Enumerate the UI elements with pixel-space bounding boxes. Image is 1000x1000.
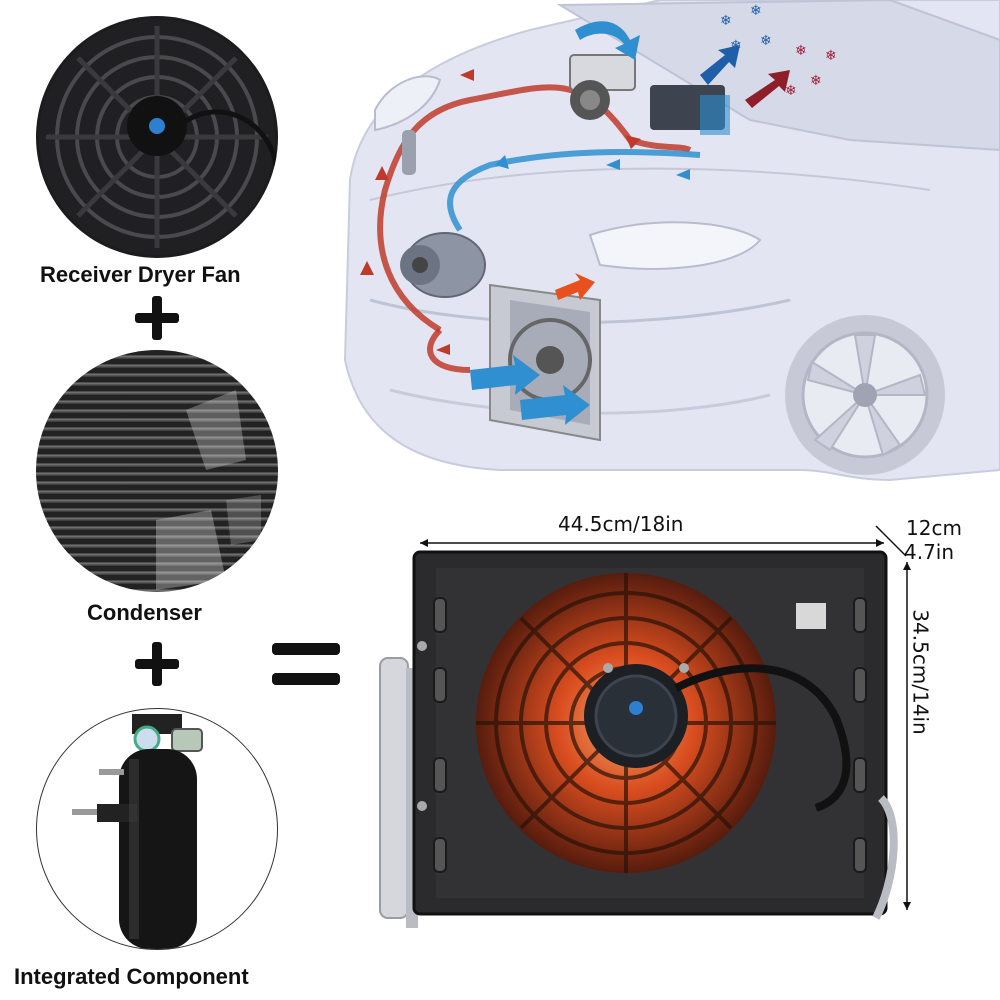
air-arrow-red-out (555, 273, 595, 300)
plus-icon (135, 296, 179, 340)
air-arrow-blue-in-2 (520, 385, 590, 425)
air-arrow-red-up (745, 70, 790, 108)
condenser-label: Condenser (87, 600, 202, 625)
depth-dimension-in: 4.7in (904, 540, 955, 564)
mounting-bolts (417, 641, 689, 811)
car-ac-diagram: ❄❄❄❄ ❄❄❄❄ (343, 0, 1000, 482)
receiver-dryer-icon (72, 714, 203, 949)
warm-air-snowflakes: ❄❄❄❄ (785, 43, 837, 99)
air-arrow-blue-up (700, 45, 740, 85)
svg-text:❄: ❄ (730, 38, 742, 54)
height-dimension-line (903, 562, 911, 910)
air-arrow-blue-top (575, 21, 640, 60)
depth-dimension-line (875, 525, 907, 557)
fan-wire (674, 664, 851, 812)
svg-text:❄: ❄ (750, 3, 762, 19)
cold-flow-arrows (495, 155, 690, 180)
svg-text:❄: ❄ (810, 73, 822, 89)
receiver-dryer-photo (36, 708, 278, 950)
svg-text:❄: ❄ (760, 33, 772, 49)
condenser-fins-icon (156, 390, 261, 590)
mounting-slots (433, 597, 867, 873)
svg-text:❄: ❄ (825, 48, 837, 64)
air-arrow-blue-in-1 (470, 355, 540, 395)
fan-photo (36, 16, 278, 258)
fan-label: Receiver Dryer Fan (40, 262, 241, 287)
hot-flow-arrows (360, 69, 641, 355)
svg-text:❄: ❄ (785, 83, 797, 99)
depth-dimension-cm: 12cm (906, 516, 962, 540)
blower-evaporator (569, 54, 730, 135)
width-dimension-line (420, 539, 884, 547)
width-dimension-label: 44.5cm/18in (558, 512, 684, 536)
headlight (588, 221, 762, 270)
fan-icon (39, 19, 278, 255)
svg-text:❄: ❄ (795, 43, 807, 59)
condenser-photo (36, 350, 278, 592)
condenser-fan-unit (379, 550, 898, 928)
cold-air-snowflakes: ❄ ❄ ❄ ❄ (720, 3, 772, 54)
integrated-component-label: Integrated Component (14, 964, 249, 989)
svg-text:❄: ❄ (720, 13, 732, 29)
car-wheel (785, 315, 945, 475)
equals-icon (272, 643, 340, 685)
compressor (400, 232, 486, 298)
plus-icon (135, 642, 179, 686)
